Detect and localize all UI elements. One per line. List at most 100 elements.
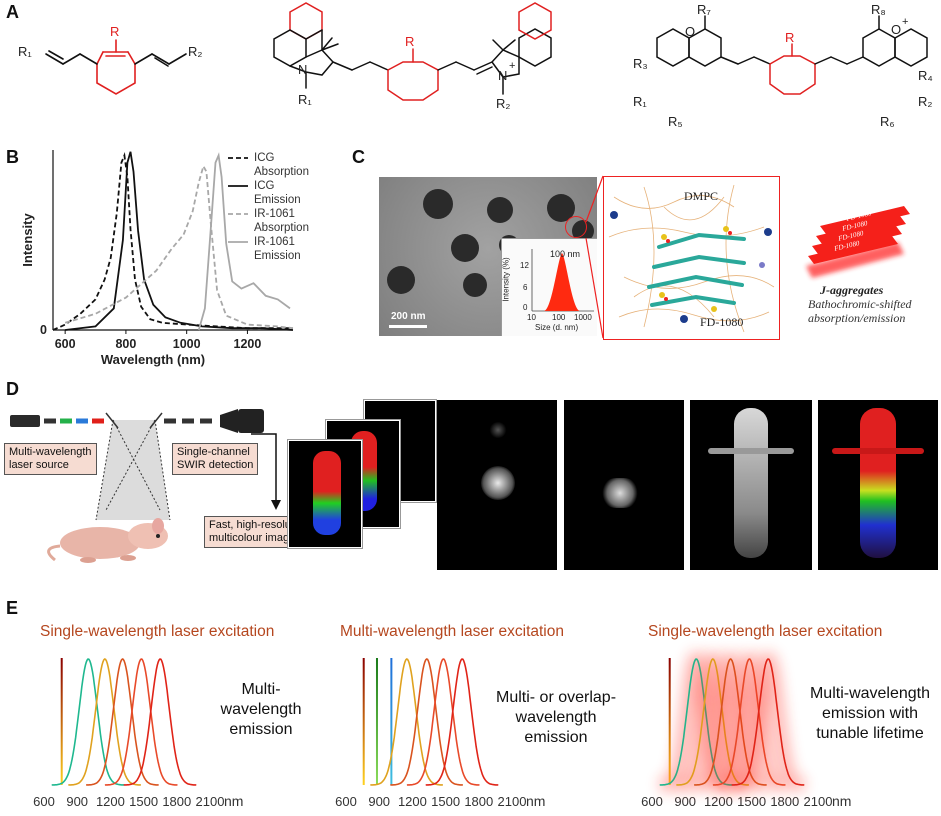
e-text-2: Multi- or overlap- wavelength emission xyxy=(486,688,626,748)
detection-label-line1: Single-channel xyxy=(177,446,250,458)
image-channel-3 xyxy=(690,400,812,570)
x-tick-label: 1200 xyxy=(398,794,427,809)
a3-r1-label: R₁ xyxy=(633,94,647,109)
a3-r7-label: R₇ xyxy=(697,2,711,17)
a2-n-right: N xyxy=(498,68,508,83)
scale-bar xyxy=(389,325,427,328)
dls-histogram xyxy=(531,249,594,312)
x-tick-label: 900 xyxy=(66,794,88,809)
e-text-1-l1: Multi- xyxy=(241,681,281,698)
x-tick-label: 1800 xyxy=(162,794,191,809)
laser-label-line2: laser source xyxy=(9,459,69,471)
panel-b-letter: B xyxy=(6,147,19,167)
a3-o-right: O xyxy=(891,22,902,37)
mouse-merged-arms xyxy=(832,448,924,454)
image-merged xyxy=(818,400,938,570)
excitation-line xyxy=(390,658,393,785)
molecular-model: DMPC FD-1080 xyxy=(603,176,780,340)
emission-peak-2 xyxy=(390,658,463,786)
legend-label-0: ICG xyxy=(254,152,275,164)
emission-peak-3 xyxy=(86,658,159,786)
e-text-2-l1: Multi- or overlap- xyxy=(495,689,617,706)
nanoparticle xyxy=(463,273,487,297)
series-line-0 xyxy=(52,152,293,331)
x-tick-label: 1000 xyxy=(173,337,201,351)
x-tick-label: 1800 xyxy=(770,794,799,809)
legend-label-2-b: Absorption xyxy=(254,222,309,234)
e-heading-2: Multi-wavelength laser excitation xyxy=(340,623,564,640)
emission-peak-3 xyxy=(406,658,480,786)
x-tick-label: 800 xyxy=(115,337,136,351)
lipid-model xyxy=(608,184,775,333)
excitation-line xyxy=(60,658,63,785)
e-text-3-l2: emission with xyxy=(821,705,919,722)
legend-label-3-b: Emission xyxy=(254,250,301,262)
x-tick-label: 900 xyxy=(674,794,696,809)
a3-o-left: O xyxy=(685,24,696,39)
dls-inset: 100 nm 12 6 0 10 100 1000 Size (d. nm) I… xyxy=(501,238,597,336)
emission-peak-5 xyxy=(731,658,805,786)
x-tick-label: 1200 xyxy=(704,794,733,809)
series-line-1 xyxy=(65,151,294,331)
fd1080-label: FD-1080 xyxy=(700,315,744,329)
emission-peak-4 xyxy=(712,658,786,786)
emission-peak-3 xyxy=(694,658,767,786)
x-tick-label: 1200 xyxy=(96,794,125,809)
a3-r4-label: R₄ xyxy=(918,68,933,83)
nanoparticle xyxy=(387,266,415,294)
j-aggregates-sub1: Bathochromic-shifted xyxy=(808,297,912,311)
emission-peak-5 xyxy=(123,658,197,786)
panel-c-letter: C xyxy=(352,147,365,167)
nanoparticle xyxy=(487,197,513,223)
a3-r3-label: R₃ xyxy=(633,56,648,71)
excitation-line xyxy=(668,658,671,785)
panel-e-letter: E xyxy=(6,598,19,618)
e-text-1-l3: emission xyxy=(229,721,293,738)
emission-peak-1 xyxy=(370,658,443,786)
panel-d-letter: D xyxy=(6,379,19,399)
x-tick-label: 1500 xyxy=(431,794,460,809)
legend-label-1: ICG xyxy=(254,180,275,192)
dls-ytick-12: 12 xyxy=(520,261,529,270)
mouse-composite xyxy=(313,451,341,535)
a2-plus: + xyxy=(509,60,516,72)
a3-r-label: R xyxy=(785,30,795,45)
nanoparticle xyxy=(451,234,479,262)
emission-peak-4 xyxy=(425,658,499,786)
y-tick-label: 0 xyxy=(40,323,47,337)
e-heading-1: Single-wavelength laser excitation xyxy=(40,623,275,640)
x-unit-label: nm xyxy=(832,793,851,809)
dmpc-label: DMPC xyxy=(684,189,719,203)
a1-r-label: R xyxy=(110,24,120,39)
tem-micrograph: 200 nm 100 nm 12 6 0 10 100 1000 Size (d… xyxy=(379,177,597,336)
mouse-merged xyxy=(860,408,896,558)
x-unit-label: nm xyxy=(526,793,545,809)
j-aggregates-title: J-aggregates xyxy=(820,283,884,297)
emission-peak-1 xyxy=(51,658,125,786)
x-tick-label: 600 xyxy=(641,794,663,809)
image-channel-1 xyxy=(437,400,557,570)
e-text-3-l3: tunable lifetime xyxy=(816,725,924,742)
e-heading-3: Single-wavelength laser excitation xyxy=(648,623,883,640)
e-text-3-l1: Multi-wavelength xyxy=(809,685,931,702)
dls-ytick-0: 0 xyxy=(523,303,528,312)
a3-r6-label: R₆ xyxy=(880,114,895,129)
e-text-1-l2: wavelength xyxy=(220,701,302,718)
excitation-line xyxy=(362,658,365,785)
emission-peak-2 xyxy=(68,658,141,786)
a2-r2-label: R₂ xyxy=(496,96,511,111)
a3-plus: + xyxy=(902,16,909,28)
detection-label: Single-channel SWIR detection xyxy=(172,443,259,475)
laser-source-label: Multi-wavelength laser source xyxy=(4,443,97,475)
j-aggregates-sub2: absorption/emission xyxy=(808,311,906,325)
images-label-line1: Fast, high-resolution xyxy=(209,519,309,531)
x-tick-label: 600 xyxy=(55,337,76,351)
x-tick-label: 1500 xyxy=(737,794,766,809)
emission-peak-4 xyxy=(104,658,178,786)
a2-r-label: R xyxy=(405,34,415,49)
